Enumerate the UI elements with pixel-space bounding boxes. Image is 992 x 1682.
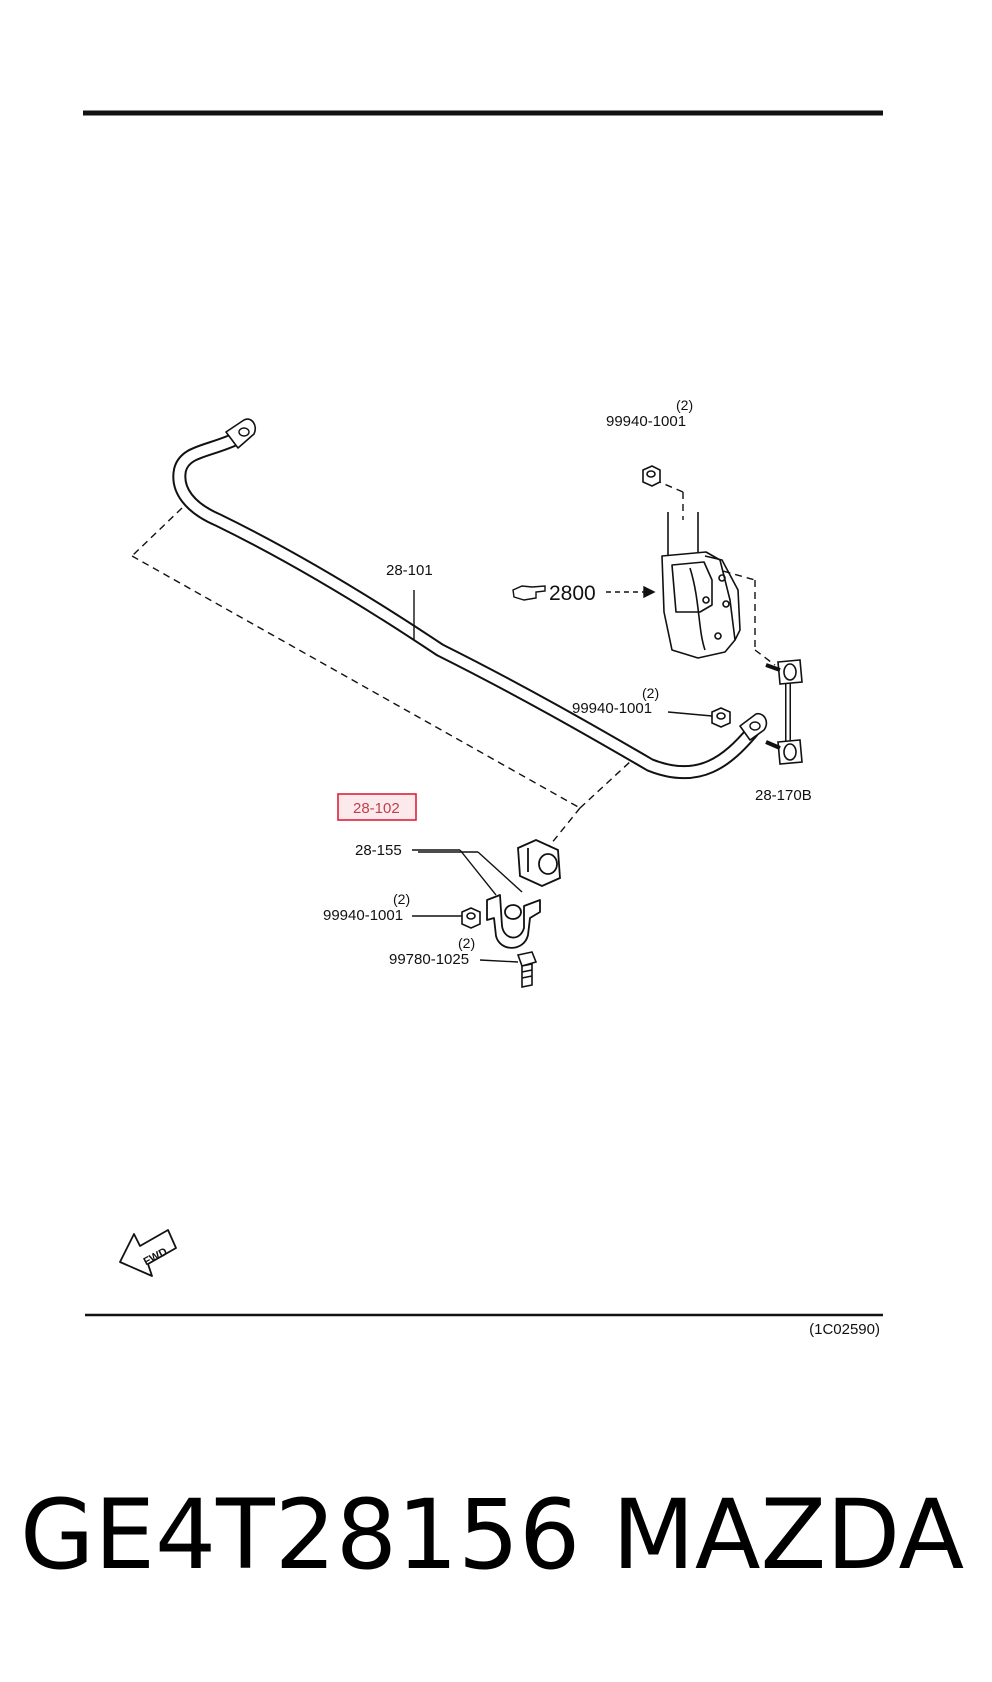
bracket (486, 894, 541, 949)
nut-top-qty: (2) (676, 397, 693, 413)
bushing-label: 28-102 (353, 800, 400, 817)
bracket-label: 28-155 (355, 842, 402, 859)
link-label: 28-170B (755, 787, 812, 804)
bolt-qty: (2) (458, 935, 475, 951)
mid-nut (711, 707, 731, 728)
strut-ref-label: 2800 (549, 582, 596, 605)
nut-mid-label: 99940-1001 (572, 700, 652, 717)
bolt-label: 99780-1025 (389, 951, 469, 968)
highlight-box (337, 793, 417, 821)
bushing (517, 839, 561, 887)
nut-mid-qty: (2) (642, 685, 659, 701)
brand-name: MAZDA (612, 1479, 964, 1591)
bolt (516, 951, 538, 988)
stabilizer-link (765, 659, 803, 765)
diagram-code: (1C02590) (809, 1321, 880, 1338)
assembly-guide-lines (131, 477, 776, 861)
nut-low-qty: (2) (393, 891, 410, 907)
top-nut (642, 465, 661, 487)
strut-assembly (661, 512, 741, 659)
nut-low-label: 99940-1001 (323, 907, 403, 924)
leader-lines (412, 590, 713, 963)
pointing-hand-icon (512, 585, 546, 601)
strut-ref-arrow (606, 585, 656, 599)
low-nut (461, 907, 481, 929)
stabilizer-bar-label: 28-101 (386, 562, 433, 579)
fwd-arrow-icon: FWD (119, 1229, 177, 1277)
part-number: GE4T28156 (20, 1479, 580, 1591)
nut-top-label: 99940-1001 (606, 413, 686, 430)
stabilizer-bar (172, 418, 768, 780)
